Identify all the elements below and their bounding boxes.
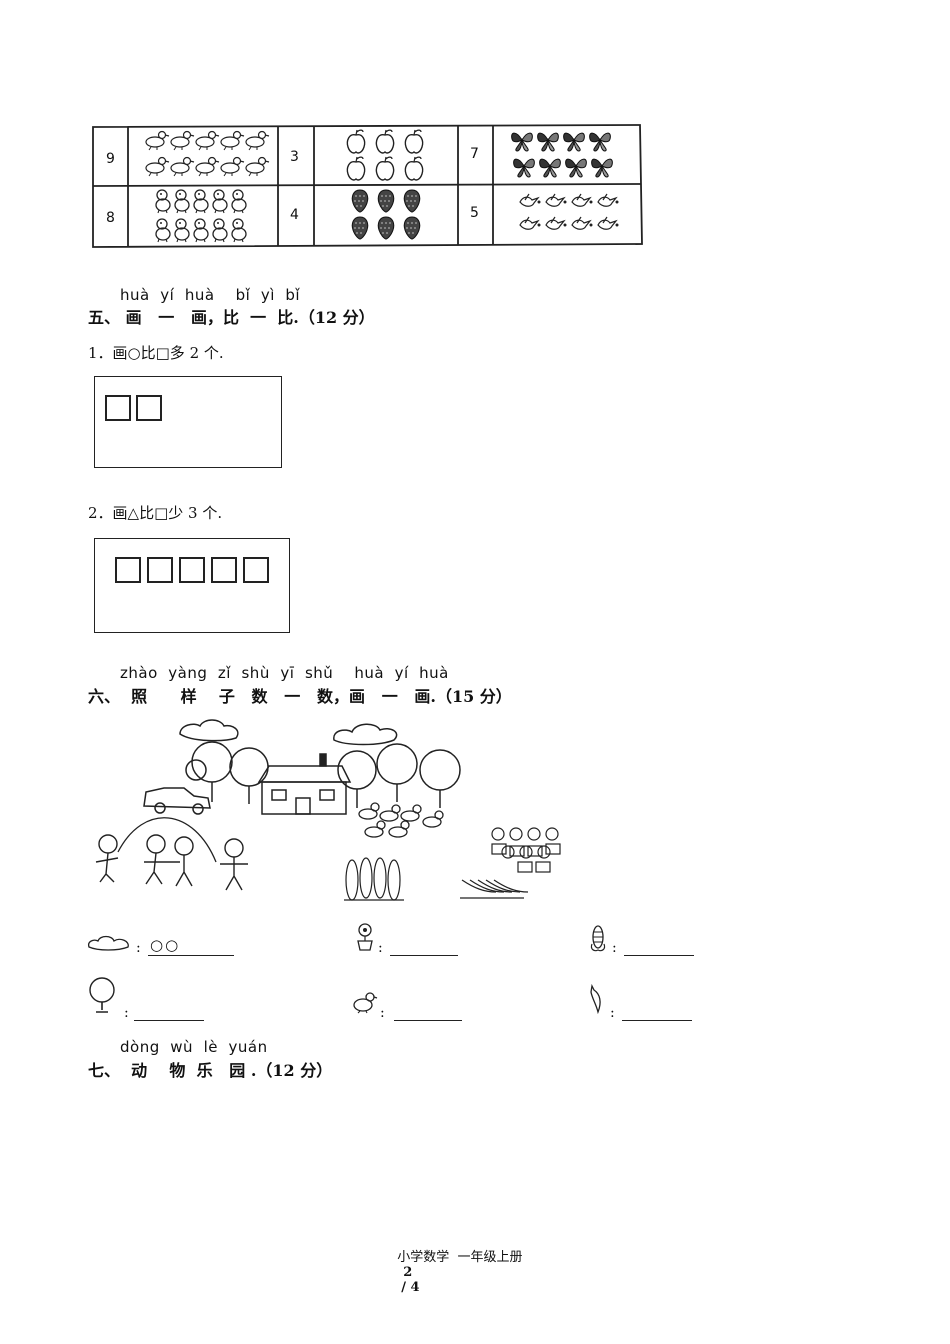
strawberry-icon [351,189,421,240]
colon: : [610,1005,615,1021]
child-icon [95,834,248,891]
counting-table [92,124,643,248]
answer-box-2 [94,538,290,633]
cloud-icon [88,935,129,951]
scene-illustration [95,719,561,901]
answer-blank[interactable] [390,935,458,956]
answer-blank[interactable]: ○○ [148,935,234,956]
table-number: 5 [470,205,479,221]
duck-icon [358,802,444,838]
flower-pot-icon [357,923,373,951]
square-shape [105,395,131,421]
colon: : [612,940,617,956]
footer-title: 小学数学 一年级上册 [397,1250,523,1265]
chili-icon [590,983,601,1015]
table-number: 8 [106,210,115,226]
answer-blank[interactable] [624,935,694,956]
answer-blank[interactable] [622,1000,692,1021]
table-number: 7 [470,146,479,162]
butterfly-icon [511,132,613,178]
bird-icon [519,193,620,230]
duck-icon [145,130,270,177]
duck-icon [353,992,378,1014]
colon: : [378,940,383,956]
colon: : [136,940,141,956]
cloud-icon [179,719,239,742]
square-shape [179,557,205,583]
section6-pinyin: zhào yàng zǐ shù yī shǔ huà yí huà [120,664,449,682]
colon: : [380,1005,385,1021]
answer-blank[interactable] [394,1000,462,1021]
section7-pinyin: dòng wù lè yuán [120,1038,268,1056]
answer-box-1 [94,376,282,468]
tree-icon [89,977,115,1013]
section5-heading: 五、 画 一 画，比 一 比.（12 分） [88,308,375,327]
corn-icon [590,925,606,952]
tree-icon [185,741,461,808]
section7-heading: 七、 动 物 乐 园 .（12 分） [88,1061,333,1080]
chili-icon [460,879,529,899]
square-shape [147,557,173,583]
table-number: 3 [290,149,299,165]
square-shape [211,557,237,583]
table-number: 9 [106,151,115,167]
page-footer: 小学数学 一年级上册 2 / 4 [389,1231,523,1295]
square-shape [136,395,162,421]
chick-icon [155,189,247,243]
section5-pinyin: huà yí huà bǐ yì bǐ [120,286,301,304]
question-1: 1．画○比□多 2 个. [88,344,224,362]
square-shape [243,557,269,583]
flower-pot-icon [491,827,561,873]
question-2: 2．画△比□少 3 个. [88,504,223,522]
page-number: 2 [403,1265,413,1280]
answer-blank[interactable] [134,1000,204,1021]
section6-heading: 六、 照 样 子 数 一 数，画 一 画.（15 分） [88,687,512,706]
cloud-icon [333,723,398,746]
apple-icon [346,129,424,181]
corn-icon [344,857,404,901]
table-number: 4 [290,207,299,223]
colon: : [124,1005,129,1021]
page-total: / 4 [401,1280,420,1295]
square-shape [115,557,141,583]
